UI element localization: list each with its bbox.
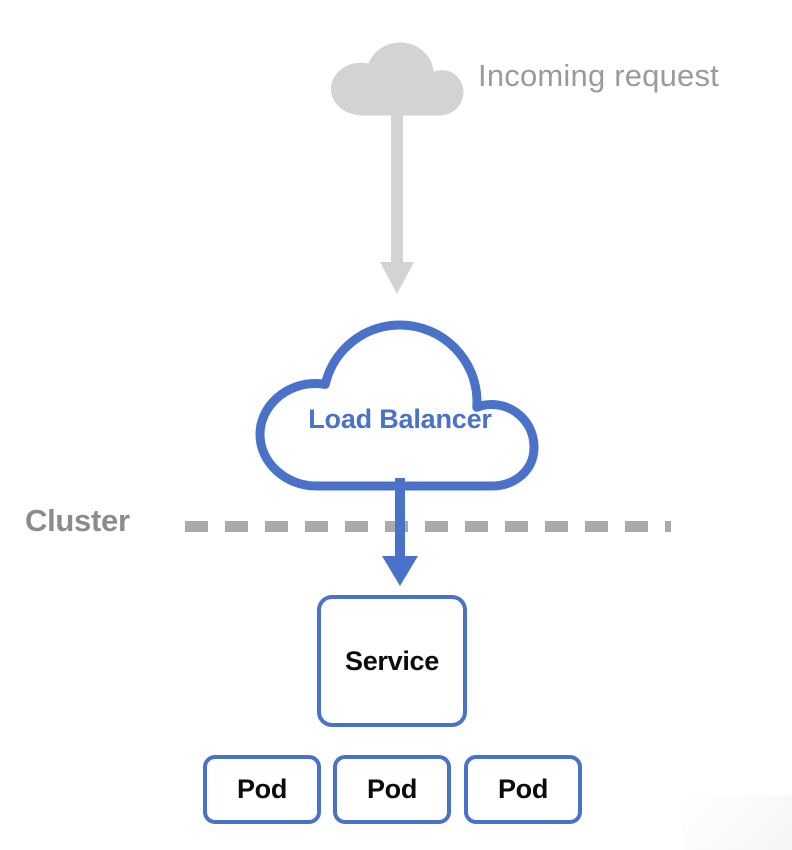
corner-gradient-artifact	[682, 795, 792, 850]
load-balancer-label: Load Balancer	[308, 404, 492, 434]
pod-node[interactable]: Pod	[464, 755, 582, 824]
pod-label: Pod	[236, 774, 288, 804]
pod-label: Pod	[497, 774, 549, 804]
lb-to-service-arrow	[378, 478, 422, 588]
pod-node[interactable]: Pod	[333, 755, 451, 824]
incoming-request-label: Incoming request	[478, 58, 719, 93]
pod-label: Pod	[366, 774, 418, 804]
service-node[interactable]: Service	[317, 595, 467, 727]
cloud-icon	[328, 42, 466, 116]
incoming-to-lb-arrow	[372, 112, 422, 297]
cluster-dashed-line	[185, 521, 671, 532]
service-label: Service	[345, 645, 439, 676]
cloud-outline-icon	[252, 304, 548, 492]
cluster-boundary-label: Cluster	[25, 503, 130, 538]
pod-node[interactable]: Pod	[203, 755, 321, 824]
